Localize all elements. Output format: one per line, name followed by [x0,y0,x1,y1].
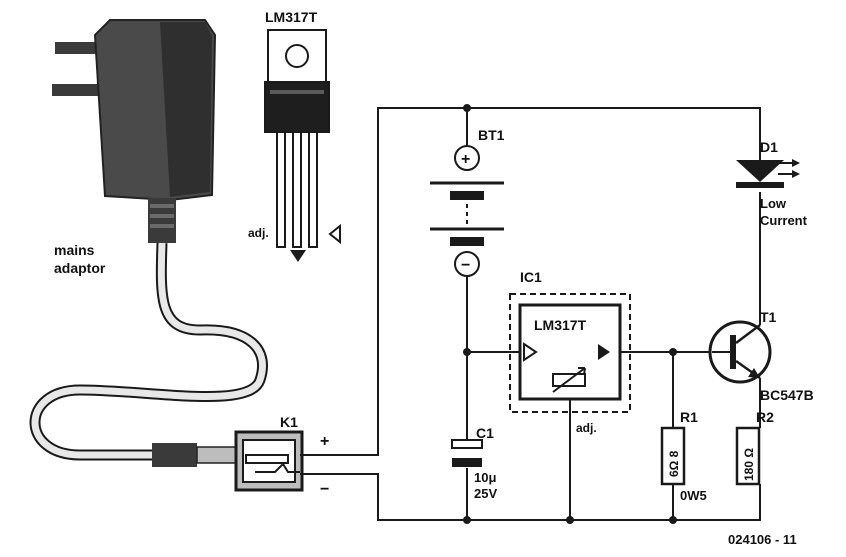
ic-adj-label: adj. [576,421,597,435]
battery-ref: BT1 [478,127,505,143]
svg-text:−: − [461,257,470,274]
battery-minus-terminal [454,251,480,277]
ic-input-arrow [523,342,538,362]
junction-ic-input [463,348,471,356]
battery-bt1: BT1 + − [430,127,505,277]
ic1-regulator: IC1 LM317T adj. [509,269,631,435]
ic-ref: IC1 [520,269,542,285]
cap-plate-top [451,439,483,449]
connector-plus: + [320,433,329,450]
cap-voltage: 25V [474,486,497,501]
battery-plate-short-2 [450,237,484,246]
cap-ref: C1 [476,425,494,441]
adaptor-prong-top [55,42,105,54]
wire-k1-minus [300,473,761,521]
package-adj-label: adj. [248,226,269,240]
r2-body [735,426,761,486]
wiring [300,104,761,524]
junction-r1 [669,348,677,356]
ic-adj-arrow [552,367,586,393]
package-output-arrow [290,250,306,262]
adaptor-label-line1: mains [54,242,95,258]
junction-bottom-cap [463,516,471,524]
transistor-t1: T1 BC547B [708,309,814,403]
r1-ref: R1 [680,409,698,425]
mains-adaptor-illustration: mains adaptor [29,19,268,467]
led-ref: D1 [760,139,778,155]
battery-plate-short-1 [450,191,484,200]
connector-minus: − [320,481,329,498]
junction-bottom-r1 [669,516,677,524]
cap-plate-bottom [452,458,482,467]
dc-plug-grip [152,443,197,467]
connector-switch-contact [255,462,300,473]
led-cathode-bar [736,182,784,188]
package-mounting-hole [285,44,309,68]
led-d1: D1 Low Current [736,139,808,228]
adaptor-label-line2: adaptor [54,260,106,276]
package-leg-out [292,131,302,248]
package-input-arrow [328,223,341,245]
figure-id: 024106 - 11 [728,532,797,547]
led-note-line2: Current [760,213,808,228]
dc-plug-barrel [196,446,240,464]
ic-output-arrow [598,344,610,360]
transistor-base-bar [730,335,736,369]
transistor-part: BC547B [760,387,814,403]
r2-value: 180 Ω [742,448,756,481]
transistor-emitter-arrow [748,368,760,378]
r1-value: 6Ω 8 [667,450,681,477]
package-leg-adj [276,131,286,248]
battery-plus-terminal [454,145,480,171]
resistor-r1: R1 6Ω 8 0W5 [660,409,707,503]
package-title: LM317T [265,9,318,25]
transistor-ref: T1 [760,309,777,325]
junction-bottom-adj [566,516,574,524]
led-emission-arrows [778,159,800,178]
package-body [264,81,330,133]
transistor-collector [735,324,761,344]
wire-top-rail [300,107,761,456]
led-note-line1: Low [760,196,787,211]
r1-power: 0W5 [680,488,707,503]
svg-text:+: + [461,151,470,168]
cap-value: 10μ [474,470,496,485]
ic-outline-dashed [509,293,631,413]
r2-ref: R2 [756,409,774,425]
package-leg-in [308,131,318,248]
transistor-envelope [708,320,772,384]
ic-part: LM317T [534,317,587,333]
led-triangle [736,160,784,182]
adaptor-prong-bottom [52,84,102,96]
adaptor-body-shade [160,22,212,197]
resistor-r2: R2 180 Ω [735,409,774,486]
capacitor-c1: C1 10μ 25V [451,425,497,501]
connector-ref: K1 [280,414,298,430]
connector-pin [245,454,289,464]
connector-k1: K1 + − [234,414,329,498]
r1-body [660,426,686,486]
junction-top-battery [463,104,471,112]
lm317t-package-illustration: LM317T adj. [248,9,341,262]
